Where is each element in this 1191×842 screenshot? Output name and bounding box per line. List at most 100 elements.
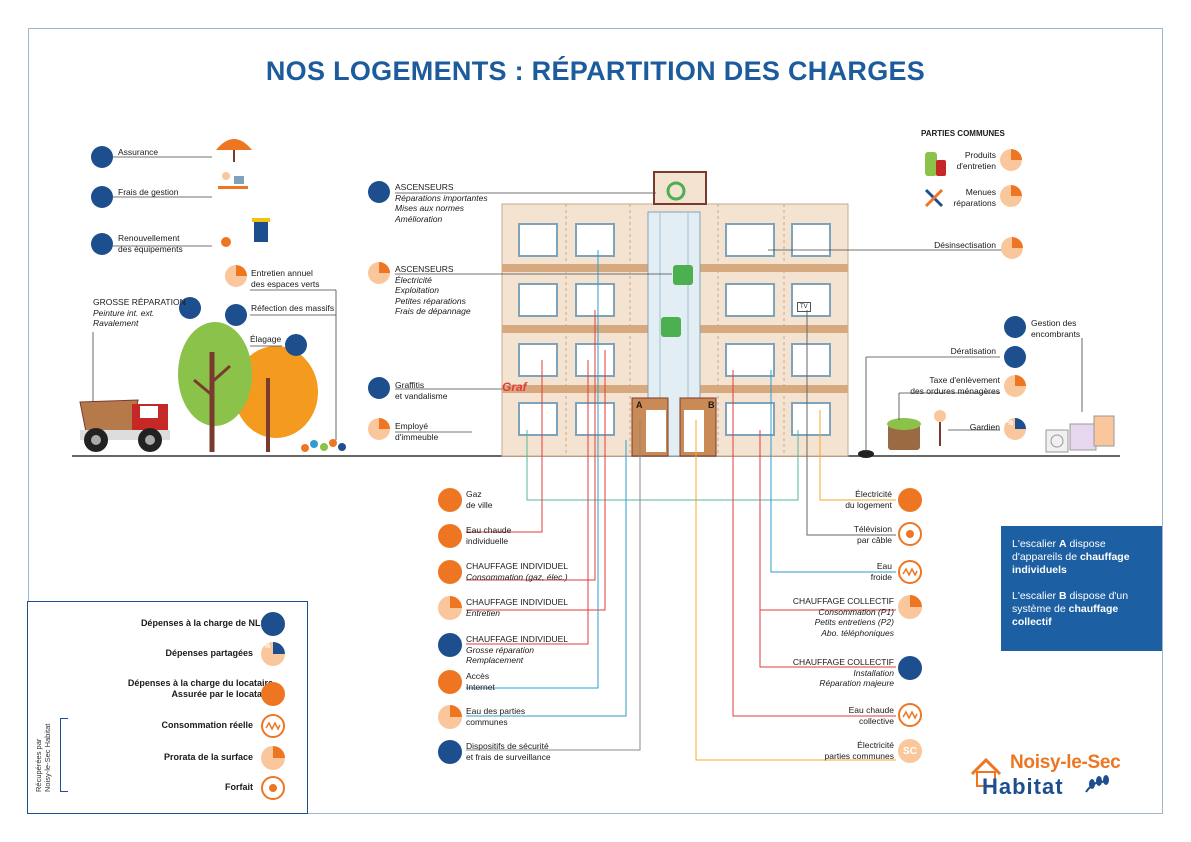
television-label: Télévision par câble [800,524,892,545]
renouvellement-marker [91,233,113,255]
taxe-line-2: des ordures ménagères [910,385,1000,396]
cc1-line-2: Petits entretiens (P2) [814,617,894,627]
ascenseurs-nlsh-marker [368,181,390,203]
leaf-logo-icon [1085,775,1109,793]
legend-box: Dépenses à la charge de NLSH Dépenses pa… [27,601,308,814]
employe-line-1: Employé [395,421,429,431]
bottom-left-line: Entretien [466,607,501,618]
bottom-left-line: Consommation (gaz, élec.) [466,571,568,582]
frais-gestion-label: Frais de gestion [118,187,179,197]
employe-marker [368,418,390,440]
bottom-left-marker [438,740,462,764]
small-icons [216,139,270,247]
info-box-paragraph-2: L'escalier B dispose d'un système de cha… [1012,590,1129,628]
menues-line-1: Menues [965,187,996,197]
renouvellement-label: Renouvellement des équipements [118,233,183,254]
renouvellement-line-2: des équipements [118,243,183,254]
frais-gestion-marker [91,186,113,208]
eau-froide-line-1: Eau [876,561,892,571]
bottom-left-marker [438,524,462,548]
produits-line-2: d'entretien [956,160,996,171]
graf-tag: Graf [502,380,527,394]
legend-conso-label: Consommation réelle [161,720,253,730]
legend-forfait-label: Forfait [225,782,253,792]
entretien-line-1: Entretien annuel [251,268,313,278]
ascenseurs-loc-line-4: Frais de dépannage [395,306,471,316]
info-box-paragraph-1: L'escalier A dispose d'appareils de chau… [1012,538,1130,576]
legend-partagees-badge: % [264,643,271,650]
bottom-left-marker [438,670,462,694]
grosse-reparation-title: GROSSE RÉPARATION [93,297,186,307]
dump-truck-illustration [79,399,170,452]
ascenseurs-nlsh-line-1: Réparations importantes [395,192,488,203]
elec-logement-marker [898,488,922,512]
right-props [858,410,1115,458]
ascenseurs-loc-line-3: Petites réparations [395,295,466,306]
grosse-reparation-marker [179,297,201,319]
legend-locataire-marker [261,682,285,706]
info-box: L'escalier A dispose d'appareils de chau… [1001,526,1162,651]
menues-label: Menues réparations [940,187,996,208]
legend-side-line-1: Récupérées par [34,738,43,792]
bottom-left-line: Grosse réparation [466,644,535,655]
elec-logement-line-1: Électricité [855,489,892,499]
ascenseurs-loc-marker [368,262,390,284]
legend-side-line-2: Noisy-le-Sec Habitat [43,723,52,792]
parties-communes-icons [924,152,946,208]
eauch-line-1: Eau chaude [848,705,894,715]
legend-bracket [60,718,68,792]
page-frame [28,28,1163,814]
legend-conso-marker [261,714,285,738]
eauch-line-2: collective [859,715,894,726]
produits-marker [1000,149,1022,171]
utility-lines [466,250,896,761]
elec-parties-communes-label: Électricité parties communes [800,740,894,761]
label-leaders [92,156,1083,452]
wave-icon [902,710,918,720]
bottom-left-marker [438,596,462,620]
bottom-left-line: et frais de surveillance [466,751,551,762]
wave-icon [265,721,281,731]
trees-illustration [178,322,346,452]
bottom-left-line: Eau chaude [466,525,512,535]
page-title: NOS LOGEMENTS : RÉPARTITION DES CHARGES [265,56,926,86]
bottom-left-marker [438,633,462,657]
taxe-line-1: Taxe d'enlèvement [929,375,1000,385]
door-a-label: A [636,400,643,410]
cc2-marker [898,656,922,680]
refection-label: Réfection des massifs [251,303,335,313]
legend-prorata-marker [261,746,285,770]
graffitis-marker [368,377,390,399]
entretien-line-2: des espaces verts [251,278,320,289]
logo-line-2: Habitat [982,774,1064,799]
bottom-left-line: Accès [466,671,490,681]
elec-logement-line-2: du logement [845,499,892,510]
house-logo-icon [970,757,1002,787]
bottom-left-marker [438,560,462,584]
legend-forfait-marker [261,776,285,800]
bottom-left-line: CHAUFFAGE INDIVIDUEL [466,597,569,607]
assurance-label: Assurance [118,147,159,157]
legend-locataire-line-2: Assurée par le locataire [171,689,273,699]
produits-line-1: Produits [964,150,996,160]
legend-nlsh-marker [261,612,285,636]
menues-line-2: réparations [953,197,996,208]
elagage-label: Élagage [250,334,282,344]
legend-partagees-marker: % [261,642,285,666]
deratisation-marker [1004,346,1026,368]
legend-locataire-label: Dépenses à la charge du locataire Assuré… [128,678,273,700]
elec-pc-line-1: Électricité [857,740,894,750]
gestion-line-2: encombrants [1031,328,1081,339]
bottom-left-marker [438,705,462,729]
elec-pc-marker: SC [898,739,922,763]
logo-line-1: Noisy-le-Sec [1010,752,1121,773]
gestion-encombrants-label: Gestion des encombrants [1031,318,1080,339]
bottom-left-line: Dispositifs de sécurité [466,741,549,751]
eau-froide-marker [898,560,922,584]
bottom-left-line: CHAUFFAGE INDIVIDUEL [466,561,569,571]
